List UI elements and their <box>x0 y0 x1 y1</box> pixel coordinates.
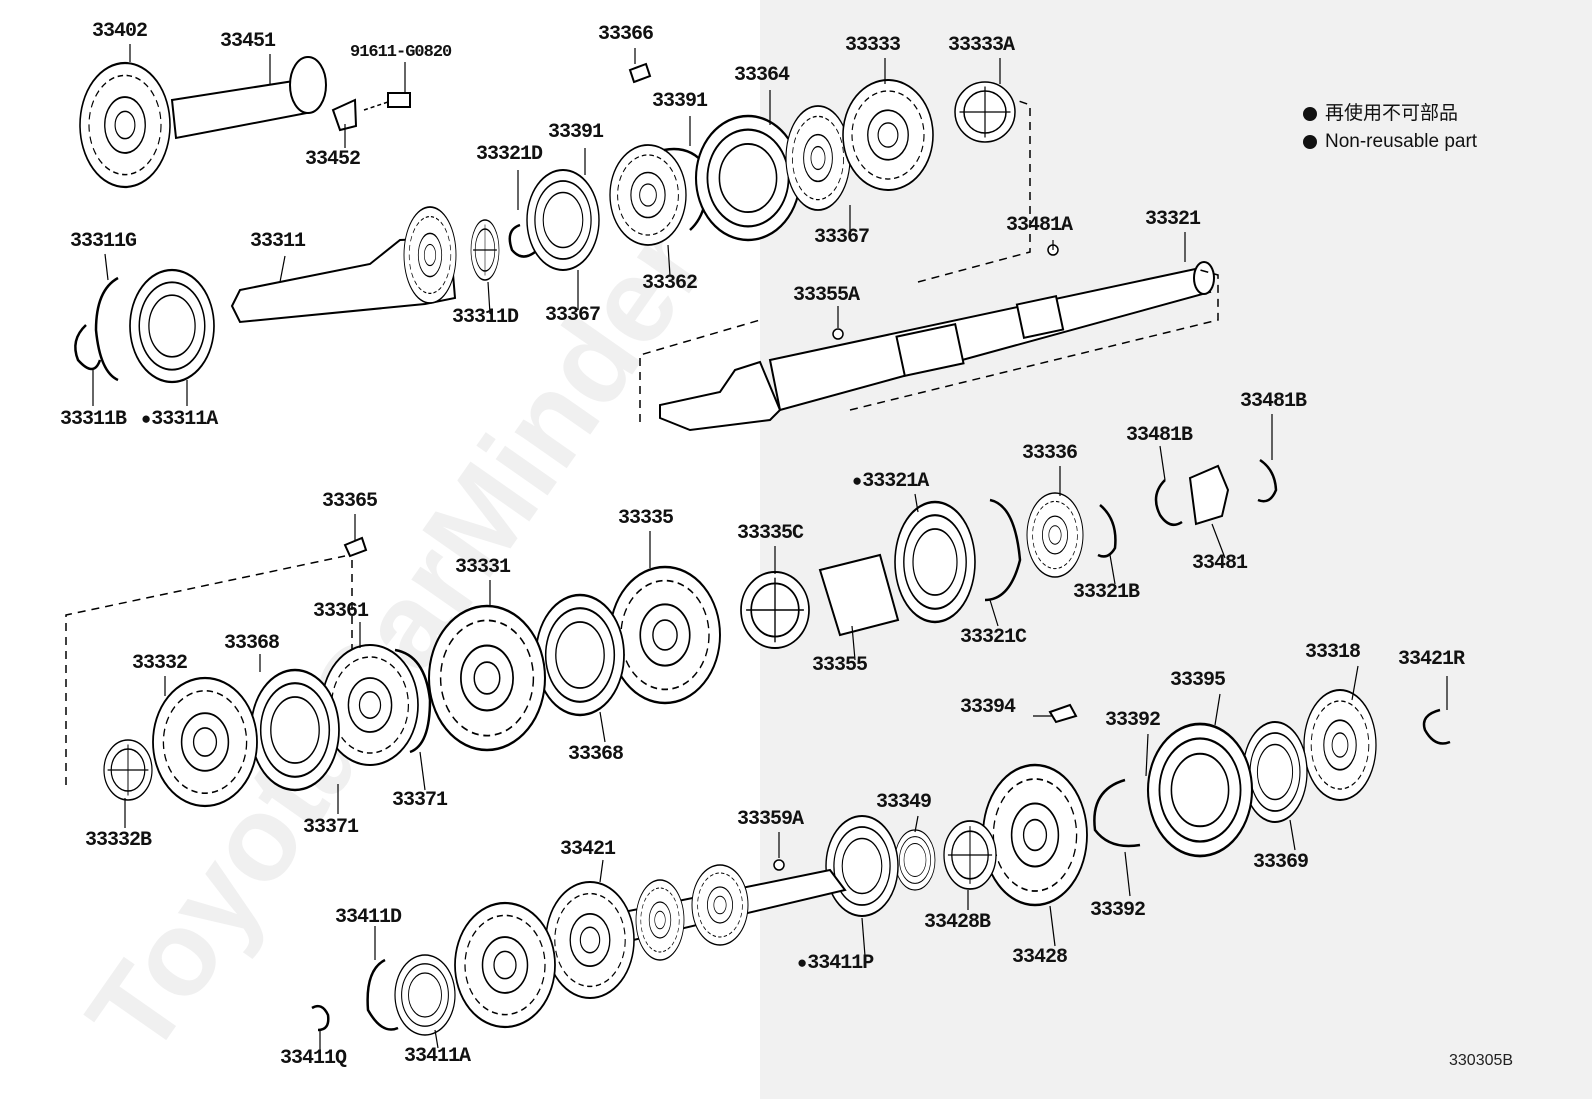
part-label-91611-g0820: 91611-G0820 <box>350 43 452 62</box>
part-label-33411a: 33411A <box>404 1045 471 1068</box>
part-label-33366: 33366 <box>598 23 654 46</box>
bullet-icon <box>1303 135 1317 149</box>
part-label-33331: 33331 <box>455 556 511 579</box>
part-label-33392-a: 33392 <box>1105 709 1161 732</box>
output-shaft-assembly <box>639 99 1219 432</box>
part-label-33371-a: 33371 <box>392 789 448 812</box>
part-label-33395: 33395 <box>1170 669 1226 692</box>
part-label-33336: 33336 <box>1022 442 1078 465</box>
part-label-33481: 33481 <box>1192 552 1248 575</box>
part-label-33332: 33332 <box>132 652 188 675</box>
part-label-33355a: 33355A <box>793 284 860 307</box>
part-label-33451: 33451 <box>220 30 276 53</box>
part-label-33362: 33362 <box>642 272 698 295</box>
part-label-33311a: 33311A <box>141 410 218 430</box>
part-label-33481b-a: 33481B <box>1126 424 1193 447</box>
reverse-and-countershaft-assembly <box>311 690 1451 1035</box>
part-label-33371-b: 33371 <box>303 816 359 839</box>
part-label-33452: 33452 <box>305 148 361 171</box>
part-label-33402: 33402 <box>92 20 148 43</box>
part-label-33392-b: 33392 <box>1090 899 1146 922</box>
part-label-33359a: 33359A <box>737 808 804 831</box>
part-label-33318: 33318 <box>1305 641 1361 664</box>
part-label-33367-b: 33367 <box>814 226 870 249</box>
part-label-33321a: 33321A <box>852 472 929 492</box>
part-label-33321: 33321 <box>1145 208 1201 231</box>
part-label-33311b: 33311B <box>60 408 127 431</box>
part-label-33364: 33364 <box>734 64 790 87</box>
bullet-icon <box>1303 107 1317 121</box>
part-label-33428b: 33428B <box>924 911 991 934</box>
part-label-33332b: 33332B <box>85 829 152 852</box>
part-label-33333: 33333 <box>845 34 901 57</box>
part-label-33421r: 33421R <box>1398 648 1465 671</box>
leader-lines <box>92 44 1448 1052</box>
part-label-33361: 33361 <box>313 600 369 623</box>
legend-text-en: Non-reusable part <box>1325 131 1478 152</box>
part-label-33311g: 33311G <box>70 230 137 253</box>
legend-row-en: Non-reusable part <box>1303 128 1477 156</box>
main-drive-shaft-assembly <box>75 57 1015 382</box>
part-label-33311d: 33311D <box>452 306 519 329</box>
part-label-33481b-b: 33481B <box>1240 390 1307 413</box>
part-label-33321d: 33321D <box>476 143 543 166</box>
part-label-33368-a: 33368 <box>224 632 280 655</box>
part-label-33355: 33355 <box>812 654 868 677</box>
diagram-code: 330305B <box>1449 1052 1514 1069</box>
part-label-33428: 33428 <box>1012 946 1068 969</box>
counter-gear-assembly <box>65 458 1278 806</box>
part-label-33367-a: 33367 <box>545 304 601 327</box>
part-label-33391-b: 33391 <box>652 90 708 113</box>
part-label-33481a: 33481A <box>1006 214 1073 237</box>
part-label-33335: 33335 <box>618 507 674 530</box>
part-label-33321c: 33321C <box>960 626 1027 649</box>
part-label-33365: 33365 <box>322 490 378 513</box>
legend-text-jp: 再使用不可部品 <box>1325 103 1459 124</box>
part-label-33369: 33369 <box>1253 851 1309 874</box>
legend-row-jp: 再使用不可部品 <box>1303 100 1477 128</box>
part-label-33421: 33421 <box>560 838 616 861</box>
part-label-33411q: 33411Q <box>280 1047 347 1070</box>
part-label-33394: 33394 <box>960 696 1016 719</box>
part-label-33368-b: 33368 <box>568 743 624 766</box>
legend: 再使用不可部品 Non-reusable part <box>1303 100 1477 156</box>
part-label-33311: 33311 <box>250 230 306 253</box>
part-label-33321b: 33321B <box>1073 581 1140 604</box>
part-label-33333a: 33333A <box>948 34 1015 57</box>
part-label-33411p: 33411P <box>797 954 874 974</box>
part-label-33411d: 33411D <box>335 906 402 929</box>
part-label-33349: 33349 <box>876 791 932 814</box>
part-label-33391-a: 33391 <box>548 121 604 144</box>
part-label-33335c: 33335C <box>737 522 804 545</box>
